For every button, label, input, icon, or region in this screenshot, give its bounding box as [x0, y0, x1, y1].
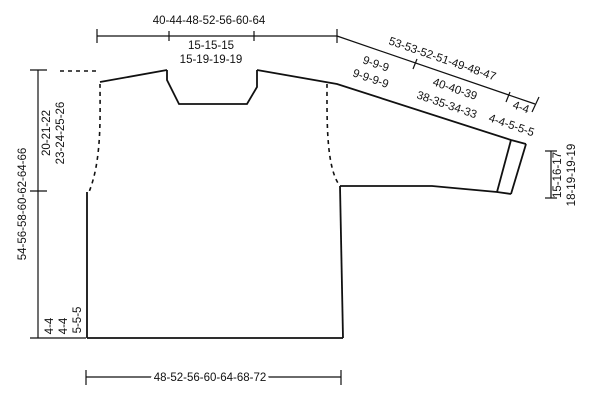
- armhole-guides: [60, 70, 341, 193]
- armhole-label-2: 23-24-25-26: [55, 102, 67, 165]
- body-outline: [86, 69, 527, 339]
- armhole-label-1: 20-21-22: [41, 110, 53, 156]
- hem-label-2: 4-4: [58, 317, 70, 334]
- total-length-label: 54-56-58-60-62-64-66: [17, 148, 29, 261]
- left-dimensions: [30, 69, 86, 339]
- cuff-label-2: 18-19-19-19: [566, 144, 578, 207]
- hem-label-3: 5-5-5: [72, 307, 84, 334]
- hem-label-1: 4-4: [44, 317, 56, 334]
- bottom-width-label: 48-52-56-60-64-68-72: [154, 372, 267, 384]
- bottom-width-dimension: [85, 370, 342, 385]
- sleeve-c-label-1: 4-4: [511, 99, 531, 116]
- top-width-label: 40-44-48-52-56-60-64: [153, 15, 266, 27]
- neck-width-label-2: 15-19-19-19: [180, 54, 243, 66]
- neck-width-label-1: 15-15-15: [188, 40, 234, 52]
- cuff-dimension: [545, 150, 557, 199]
- cuff-label-1: 15-16-17: [552, 152, 564, 198]
- sleeve-dimension: [336, 35, 540, 113]
